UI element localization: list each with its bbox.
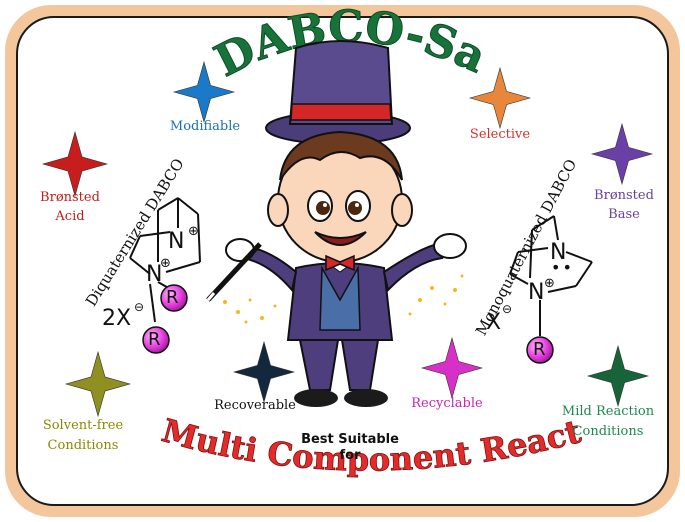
title-text: DABCO-Salts bbox=[0, 0, 493, 87]
positive-charge: ⊕ bbox=[160, 256, 171, 271]
feature-label: Recyclable bbox=[411, 396, 483, 411]
positive-charge: ⊕ bbox=[188, 224, 199, 239]
magician-illustration bbox=[206, 40, 467, 407]
negative-charge: ⊖ bbox=[502, 302, 513, 316]
substituent-r: R bbox=[166, 287, 179, 308]
feature-label: Solvent-free Conditions bbox=[42, 418, 124, 453]
feature-label: Recoverable bbox=[214, 398, 296, 413]
star-icon bbox=[172, 60, 236, 124]
best-suitable-label: Best Suitable for bbox=[301, 432, 399, 463]
feature-label: Brønsted Acid bbox=[40, 190, 100, 224]
counterion-label: X bbox=[486, 310, 502, 335]
star-icon bbox=[586, 344, 650, 408]
feature-label: Modifiable bbox=[169, 119, 241, 134]
star-icon bbox=[64, 350, 132, 418]
star-icon bbox=[420, 336, 484, 400]
positive-charge: ⊕ bbox=[544, 276, 555, 291]
substituent-r: R bbox=[533, 339, 546, 360]
nitrogen-atom: N bbox=[168, 229, 185, 254]
counterion-label: 2X bbox=[102, 306, 132, 331]
feature-label: Mild Reaction Conditions bbox=[561, 404, 655, 439]
feature-label: Selective bbox=[469, 127, 531, 142]
lone-pair: •• bbox=[551, 258, 574, 277]
nitrogen-atom: N bbox=[146, 262, 163, 287]
monoquaternized-dabco-structure bbox=[509, 215, 593, 336]
substituent-ball bbox=[142, 326, 170, 354]
star-icon bbox=[41, 130, 109, 198]
substituent-ball bbox=[160, 284, 188, 312]
negative-charge: ⊖ bbox=[134, 300, 145, 314]
star-icon bbox=[590, 122, 654, 186]
feature-label: Brønsted Base bbox=[594, 188, 654, 222]
substituent-ball bbox=[526, 336, 554, 364]
star-icon bbox=[468, 66, 532, 130]
diquaternized-dabco-structure bbox=[129, 197, 201, 323]
nitrogen-atom: N bbox=[528, 280, 545, 305]
nitrogen-atom: N bbox=[550, 240, 567, 265]
star-icon bbox=[232, 340, 296, 404]
substituent-r: R bbox=[148, 329, 161, 350]
